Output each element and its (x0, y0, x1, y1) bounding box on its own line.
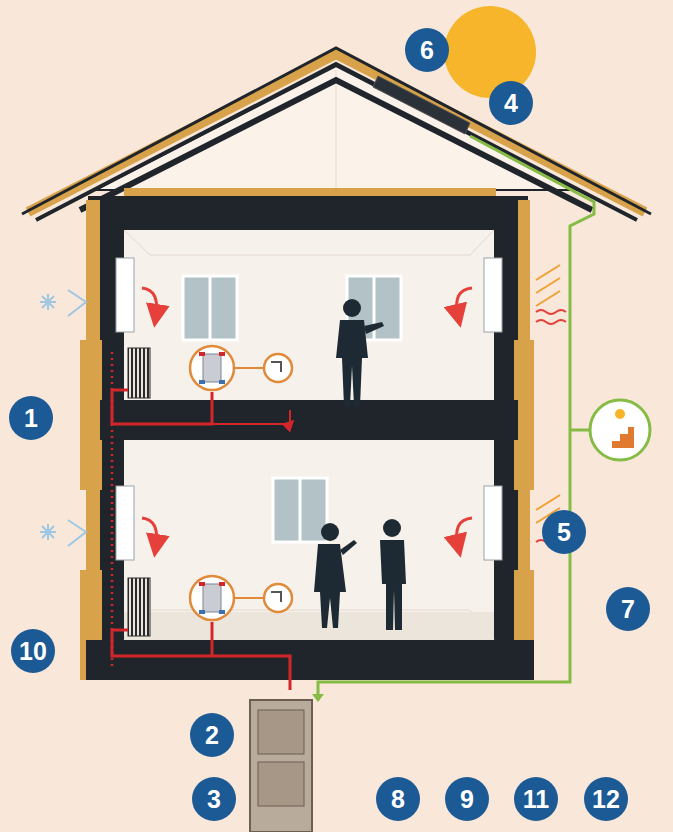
callout-number: 5 (542, 510, 586, 554)
callout-number: 4 (489, 81, 533, 125)
callout-number: 11 (514, 777, 558, 821)
callout-number: 6 (405, 28, 449, 72)
callout-number: 2 (190, 713, 234, 757)
callout-number: 8 (376, 777, 420, 821)
callout-number: 12 (584, 777, 628, 821)
callout-number: 3 (192, 777, 236, 821)
callout-number: 9 (445, 777, 489, 821)
callout-number: 7 (606, 587, 650, 631)
callout-number: 10 (11, 629, 55, 673)
callout-number: 1 (9, 396, 53, 440)
